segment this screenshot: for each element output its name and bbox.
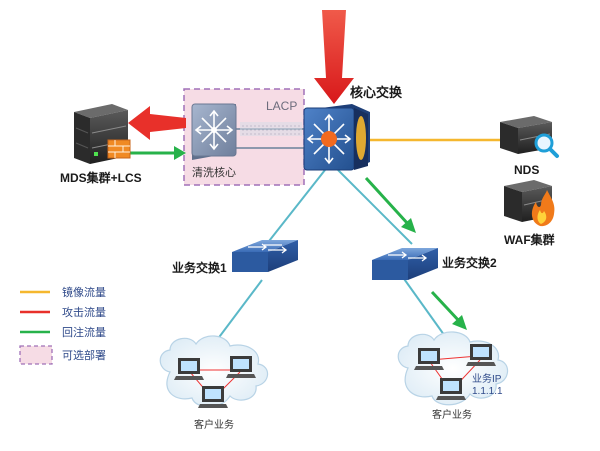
cleaning-core-label: 清洗核心 [192, 165, 236, 179]
biz-ip-value: 1.1.1.1 [472, 386, 503, 397]
lacp-bundle [240, 122, 302, 136]
core-switch-device [303, 104, 370, 171]
legend-label-optional: 可选部署 [62, 348, 106, 362]
cleaning-core-device [191, 103, 237, 160]
biz-ip-label: 业务IP [472, 372, 502, 385]
nds-label: NDS [514, 163, 539, 177]
link-core-biz1 [261, 169, 326, 251]
computer-icon [226, 356, 256, 378]
customer-left-label: 客户业务 [194, 418, 234, 431]
waf-label: WAF集群 [504, 232, 555, 247]
computer-icon [414, 348, 444, 370]
fire-icon [531, 190, 555, 227]
biz-switch-2-device [372, 248, 438, 280]
mds-server-icon [74, 104, 131, 164]
legend-label-reinject: 回注流量 [62, 325, 106, 339]
legend-swatch-optional [19, 345, 53, 365]
customer-cloud-left [159, 335, 269, 408]
attack-flow-arrow [128, 106, 186, 140]
reinject-arrow-biz2 [364, 176, 416, 233]
computer-icon [198, 386, 228, 408]
biz-switch-2-label: 业务交换2 [442, 255, 497, 270]
legend: 镜像流量 攻击流量 回注流量 可选部署 [19, 285, 106, 365]
search-icon [534, 133, 559, 158]
nds-server-icon [500, 116, 559, 158]
biz-switch-1-label: 业务交换1 [172, 260, 227, 275]
firewall-icon [107, 139, 131, 159]
customer-cloud-right [397, 331, 509, 406]
link-core-biz2 [337, 169, 413, 245]
computer-icon [466, 344, 496, 366]
core-switch-label: 核心交换 [350, 85, 403, 100]
waf-server-icon [504, 180, 555, 227]
biz-switch-1-device [232, 240, 298, 272]
customer-right-label: 客户业务 [432, 408, 472, 421]
reinject-arrow-customer [430, 290, 467, 330]
incoming-attack-arrow [314, 10, 354, 104]
reinject-arrow-mds [130, 146, 186, 160]
computer-icon [174, 358, 204, 380]
computer-icon [436, 378, 466, 400]
lacp-label: LACP [266, 99, 297, 113]
mds-label: MDS集群+LCS [60, 170, 142, 185]
legend-label-attack: 攻击流量 [62, 305, 106, 319]
legend-label-mirror: 镜像流量 [62, 285, 106, 299]
